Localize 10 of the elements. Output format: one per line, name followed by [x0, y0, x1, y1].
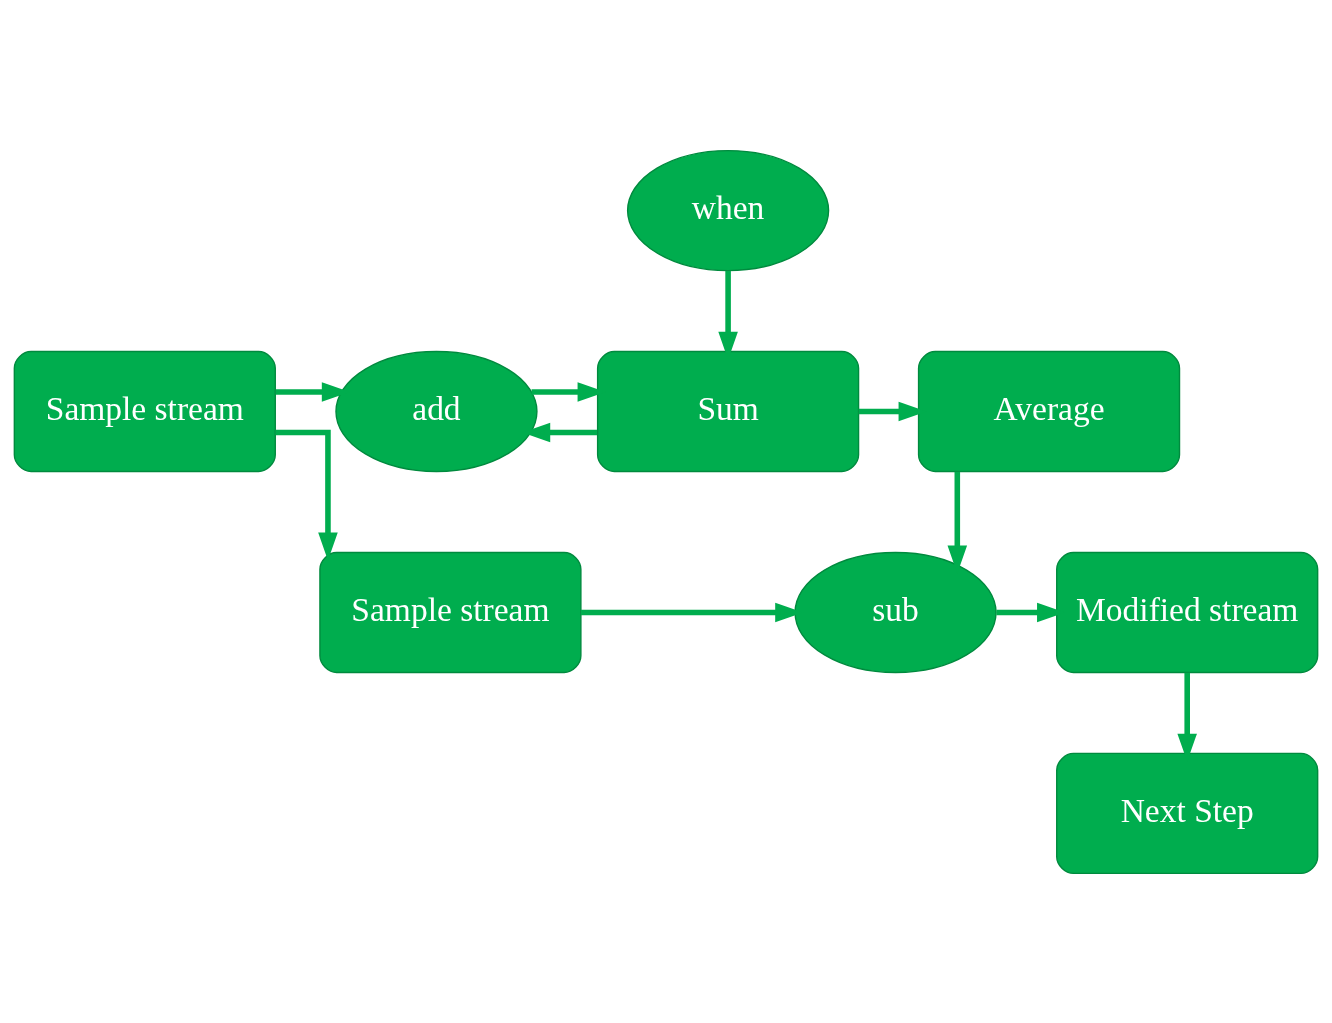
node-box: Sum [596, 350, 860, 472]
node-ellipse: sub [794, 551, 997, 673]
node-box: Next Step [1056, 752, 1319, 874]
node-box: Sample stream [319, 551, 582, 673]
node-box: Modified stream [1056, 551, 1319, 673]
arrow [275, 429, 338, 560]
node-ellipse: add [335, 350, 538, 472]
node-box: Sample stream [13, 350, 276, 472]
node-ellipse: when [626, 149, 830, 271]
node-box: Average [917, 350, 1181, 472]
